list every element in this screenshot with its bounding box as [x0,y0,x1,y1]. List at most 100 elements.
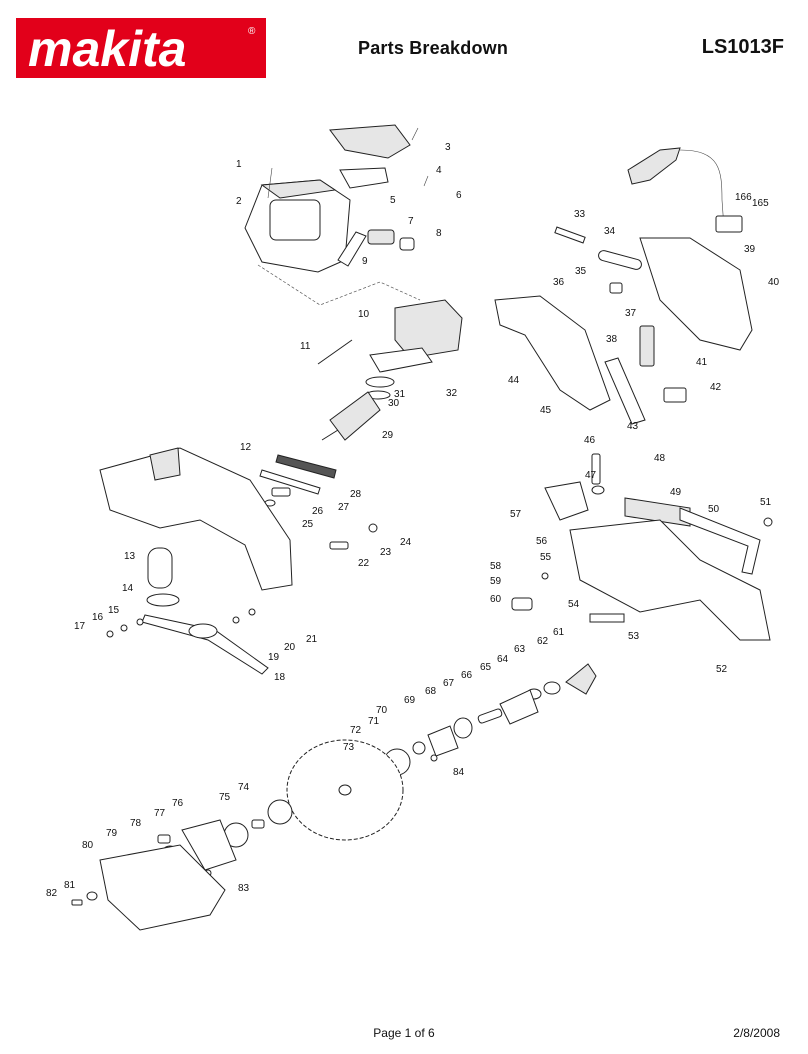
callout-label: 54 [568,599,580,610]
callout-label: 12 [240,442,252,453]
callout-label: 69 [404,695,416,706]
callout-label: 27 [338,502,350,513]
callout-label: 3 [445,142,451,153]
callout-label: 31 [394,389,406,400]
callout-label: 46 [584,435,596,446]
callout-label: 17 [74,621,86,632]
callout-label: 43 [627,421,639,432]
callout-label: 23 [380,547,392,558]
callout-label: 56 [536,536,548,547]
right-arm-group [511,453,773,641]
callout-label: 58 [490,561,502,572]
callout-label: 8 [436,228,442,239]
callout-label: 37 [625,308,637,319]
makita-logo: makita ® [16,18,266,78]
callout-label: 53 [628,631,640,642]
callout-label: 55 [540,552,552,563]
callout-label: 32 [446,388,458,399]
motor-housing-group [244,124,429,306]
callout-label: 45 [540,405,552,416]
callout-label: 66 [461,670,473,681]
callout-label: 52 [716,664,728,675]
callout-label: 36 [553,277,565,288]
callout-label: 1 [236,159,242,170]
model-number: LS1013F [701,36,784,58]
callout-label: 47 [585,470,597,481]
callout-label: 41 [696,357,708,368]
callout-label: 30 [388,398,400,409]
callout-label: 165 [752,198,769,209]
callout-label: 5 [390,195,396,206]
callout-label: 74 [238,782,250,793]
callout-label: 24 [400,537,412,548]
callout-label: 48 [654,453,666,464]
callout-label: 22 [358,558,370,569]
callout-label: 15 [108,605,120,616]
callout-label: 6 [456,190,462,201]
callout-label: 16 [92,612,104,623]
callout-label: 62 [537,636,549,647]
callout-label: 72 [350,725,362,736]
callout-label: 44 [508,375,520,386]
callout-label: 35 [575,266,587,277]
callout-label: 20 [284,642,296,653]
callout-label: 19 [268,652,280,663]
callout-label: 33 [574,209,586,220]
stator-armature-group [317,299,463,441]
callout-label: 9 [362,256,368,267]
callout-label: 7 [408,216,414,227]
callout-label: 71 [368,716,380,727]
callout-label: 61 [553,627,565,638]
callout-label: 50 [708,504,720,515]
callout-label: 34 [604,226,616,237]
callout-label: 60 [490,594,502,605]
callout-labels: 1 2 3 4 5 6 7 8 9 10 11 12 13 14 15 16 1… [46,142,780,899]
callout-label: 26 [312,506,324,517]
callout-label: 18 [274,672,286,683]
callout-label: 64 [497,654,509,665]
callout-label: 13 [124,551,136,562]
callout-label: 79 [106,828,118,839]
gear-row [259,454,378,550]
exploded-parts-diagram: 1 2 3 4 5 6 7 8 9 10 11 12 13 14 15 16 1… [46,124,780,931]
logo-wordmark: makita [28,21,186,77]
callout-label: 42 [710,382,722,393]
callout-label: 11 [300,341,311,352]
callout-label: 65 [480,662,492,673]
saw-blade [286,739,404,841]
callout-label: 14 [122,583,134,594]
spindle-stack [383,663,597,776]
callout-label: 25 [302,519,314,530]
callout-label: 49 [670,487,682,498]
callout-label: 80 [82,840,94,851]
callout-label: 84 [453,767,465,778]
callout-label: 67 [443,678,455,689]
callout-label: 81 [64,880,76,891]
page-number: Page 1 of 6 [373,1026,435,1040]
document-date: 2/8/2008 [733,1026,780,1040]
callout-label: 68 [425,686,437,697]
callout-label: 166 [735,192,752,203]
callout-label: 57 [510,509,522,520]
callout-label: 29 [382,430,394,441]
callout-label: 63 [514,644,526,655]
callout-label: 28 [350,489,362,500]
handle-light-group [494,147,753,425]
callout-label: 10 [358,309,370,320]
callout-label: 38 [606,334,618,345]
callout-label: 78 [130,818,142,829]
callout-label: 21 [306,634,318,645]
callout-label: 40 [768,277,780,288]
registered-mark: ® [248,26,256,37]
callout-label: 70 [376,705,388,716]
page-title: Parts Breakdown [358,38,509,58]
left-blade-guard [99,447,293,675]
callout-label: 82 [46,888,58,899]
callout-label: 2 [236,196,242,207]
callout-label: 73 [343,742,355,753]
callout-label: 83 [238,883,250,894]
callout-label: 39 [744,244,756,255]
lower-guard-group [71,799,293,931]
logo-background [16,18,266,78]
callout-label: 76 [172,798,184,809]
